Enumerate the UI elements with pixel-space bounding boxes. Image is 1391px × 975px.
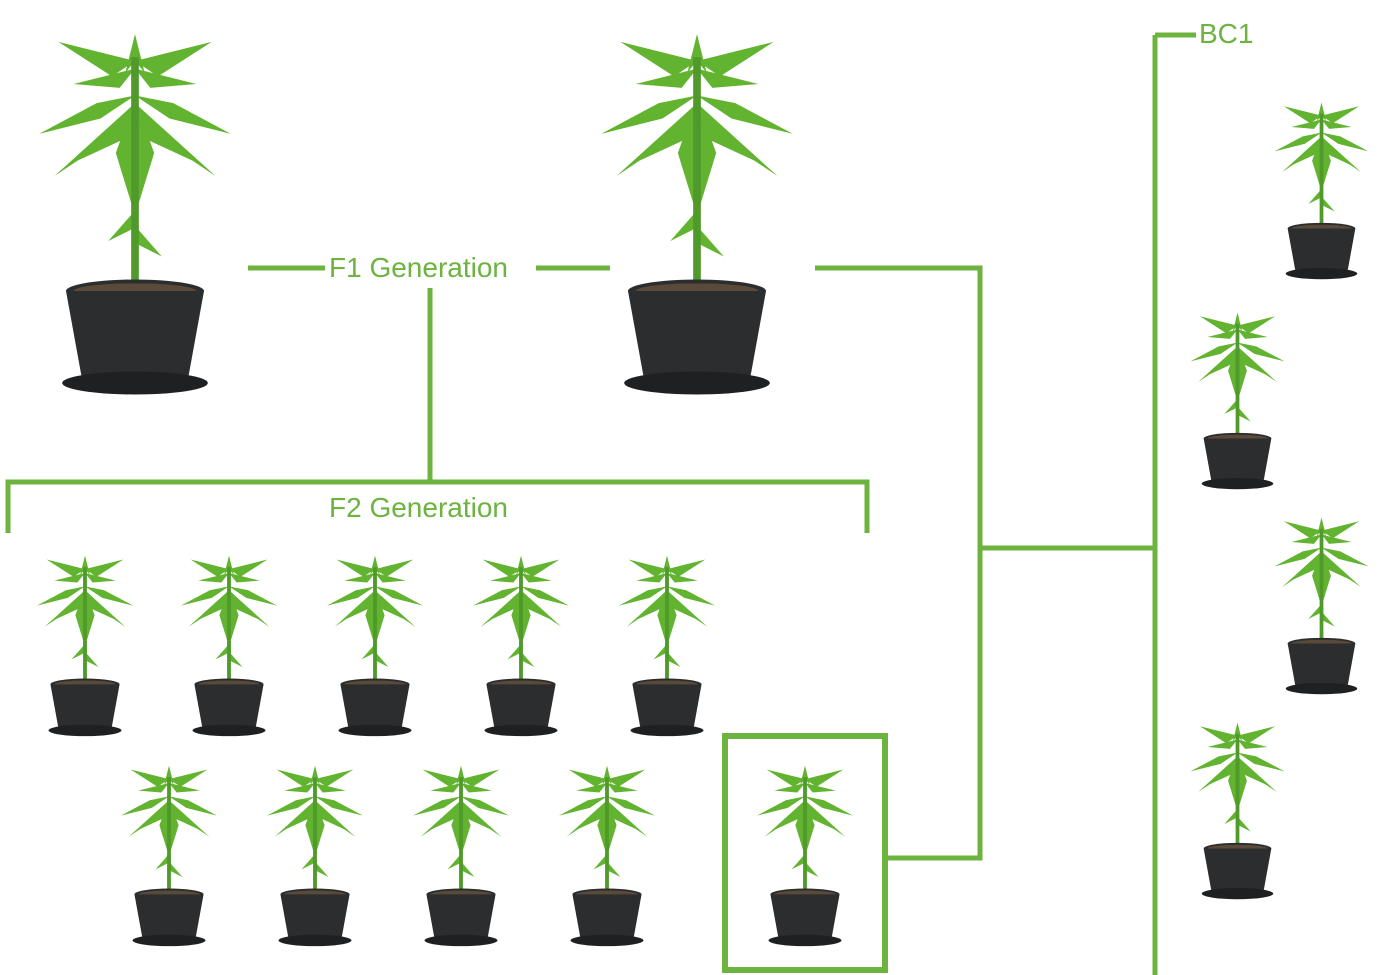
backcross-connector bbox=[815, 265, 983, 861]
plant-icon bbox=[39, 34, 231, 395]
plant-icon bbox=[559, 765, 655, 947]
plant-icon bbox=[181, 555, 277, 737]
f2-plant-8 bbox=[400, 758, 522, 950]
bc1-plant-4 bbox=[1180, 715, 1295, 903]
plant-icon bbox=[1190, 312, 1285, 490]
plant-icon bbox=[327, 555, 423, 737]
f2-plant-selected bbox=[744, 758, 866, 950]
f2-plant-5 bbox=[606, 548, 728, 740]
selected-f2-highlight bbox=[722, 733, 888, 973]
f2-plant-4 bbox=[460, 548, 582, 740]
parent-plant-left bbox=[20, 8, 250, 413]
plant-icon bbox=[619, 555, 715, 737]
f2-plant-6 bbox=[108, 758, 230, 950]
f2-plant-7 bbox=[254, 758, 376, 950]
bc1-plant-2 bbox=[1180, 305, 1295, 493]
plant-icon bbox=[473, 555, 569, 737]
plant-icon bbox=[267, 765, 363, 947]
plant-icon bbox=[413, 765, 509, 947]
f2-bracket bbox=[5, 479, 870, 533]
f2-plant-2 bbox=[168, 548, 290, 740]
plant-icon bbox=[1190, 722, 1285, 900]
plant-icon bbox=[121, 765, 217, 947]
bc1-plant-1 bbox=[1264, 95, 1379, 283]
parent-plant-right bbox=[582, 8, 812, 413]
plant-icon bbox=[757, 765, 853, 947]
bc1-label: BC1 bbox=[1199, 18, 1254, 49]
plant-icon bbox=[37, 555, 133, 737]
plant-icon bbox=[1274, 517, 1369, 695]
f2-generation-label: F2 Generation bbox=[329, 492, 508, 523]
plant-icon bbox=[601, 34, 793, 395]
f2-plant-1 bbox=[24, 548, 146, 740]
bc1-plant-3 bbox=[1264, 510, 1379, 698]
f2-plant-9 bbox=[546, 758, 668, 950]
plant-icon bbox=[1274, 102, 1369, 280]
f1-generation-label: F1 Generation bbox=[325, 252, 512, 284]
f2-plant-3 bbox=[314, 548, 436, 740]
